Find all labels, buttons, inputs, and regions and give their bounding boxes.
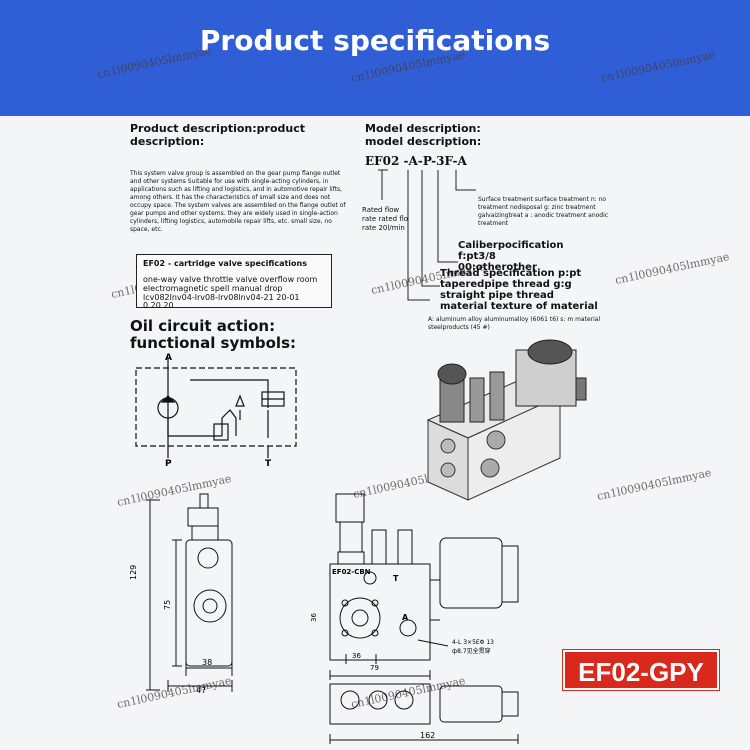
port-label-t: T: [265, 459, 272, 469]
spec-table-row: electromagnetic spell manual drop: [143, 284, 283, 293]
hydraulic-symbol-diagram: [135, 358, 297, 458]
front-view-drawing: [329, 493, 519, 680]
surface-treatment-text: Surface treatment surface treatment n: n…: [478, 196, 609, 227]
caliber-text: Caliberpocification f:pt3/8 00:otherothe…: [458, 240, 564, 273]
port-label-p: P: [165, 459, 172, 469]
dimension-47: 47: [196, 686, 206, 695]
model-leader-lines: [378, 169, 476, 301]
header-banner: [0, 0, 750, 116]
spec-table-row: 0 20 20: [143, 301, 174, 310]
model-badge: EF02-GPY: [562, 649, 720, 691]
valve-name-label: EF02-CBN: [332, 568, 371, 576]
spec-table-row: one-way valve throttle valve overflow ro…: [143, 275, 318, 284]
drawing-port-a: A: [402, 613, 409, 622]
holes-note: 4-L 3×5EΦ 13: [452, 639, 494, 646]
spec-table-title: EF02 - cartridge valve specifications: [143, 259, 307, 268]
product-description-heading: Product description:product description:: [130, 122, 305, 148]
dimension-129: 129: [129, 565, 138, 580]
material-text: A: aluminum alloy aluminumalloy (6061 t6…: [428, 316, 601, 331]
oil-circuit-heading: Oil circuit action: functional symbols:: [130, 317, 297, 352]
dimension-79: 79: [370, 664, 379, 672]
drawing-port-t: T: [393, 574, 399, 583]
page-title: Product specifications: [199, 24, 551, 57]
rated-flow-text: Rated flow rate rated flo rate 20l/min: [362, 206, 409, 232]
product-description-body: This system valve group is assembled on …: [130, 170, 346, 233]
port-label-a: A: [165, 353, 172, 363]
spec-table-row: lcv082lnv04-lrv08-lrv08lnv04-21 20-01: [143, 293, 300, 302]
spec-table: EF02 - cartridge valve specifications on…: [136, 254, 332, 310]
dimension-75: 75: [163, 600, 172, 610]
top-view-drawing: [329, 683, 519, 744]
model-code: EF02 -A-P-3F-A: [365, 154, 467, 168]
dimension-36-vertical: 36: [310, 613, 318, 622]
valve-3d-illustration: [426, 339, 587, 501]
model-description-heading: Model description: model description:: [365, 122, 482, 148]
dimension-162: 162: [420, 731, 435, 740]
through-hole-note: ф8.7见全贯穿: [452, 647, 491, 655]
dimension-36: 36: [352, 652, 361, 660]
thread-specification-text: Thread specification p:pt taperedpipe th…: [440, 268, 598, 312]
dimension-38: 38: [202, 658, 212, 667]
side-view-drawing: [146, 493, 233, 692]
